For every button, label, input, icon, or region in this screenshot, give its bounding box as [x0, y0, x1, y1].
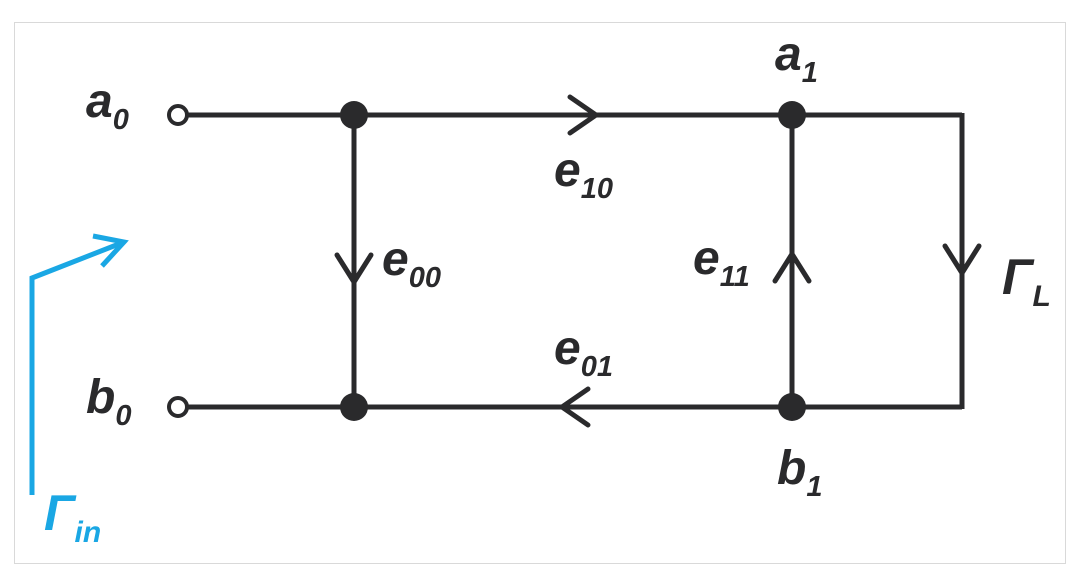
label-e00: e00: [382, 233, 441, 294]
gamma-in-arrow-icon: [29, 233, 129, 495]
node-a1: [778, 101, 806, 129]
arrow-e11-icon: [772, 249, 812, 284]
diagram-frame: [14, 22, 1066, 564]
arrow-e10-icon: [567, 94, 601, 136]
arrow-e00-icon: [334, 252, 374, 287]
node-top-left: [340, 101, 368, 129]
direction-arrows: [334, 94, 982, 428]
arrow-e01-icon: [557, 386, 591, 428]
label-b1: b1: [777, 442, 822, 503]
label-gamma-l: ΓL: [1002, 249, 1051, 313]
arrow-gamma-l-icon: [942, 243, 982, 278]
nodes: [340, 101, 806, 421]
label-b0: b0: [86, 371, 131, 432]
wires: [186, 112, 965, 410]
label-e10: e10: [554, 144, 613, 205]
label-gamma-in: Γin: [44, 485, 101, 549]
port-a0: [167, 104, 189, 126]
label-a0: a0: [86, 75, 129, 136]
ports: [167, 104, 189, 418]
port-b0: [167, 396, 189, 418]
label-e11: e11: [693, 232, 750, 293]
label-e01: e01: [554, 322, 613, 383]
node-b1: [778, 393, 806, 421]
node-bottom-left: [340, 393, 368, 421]
label-a1: a1: [775, 28, 818, 89]
